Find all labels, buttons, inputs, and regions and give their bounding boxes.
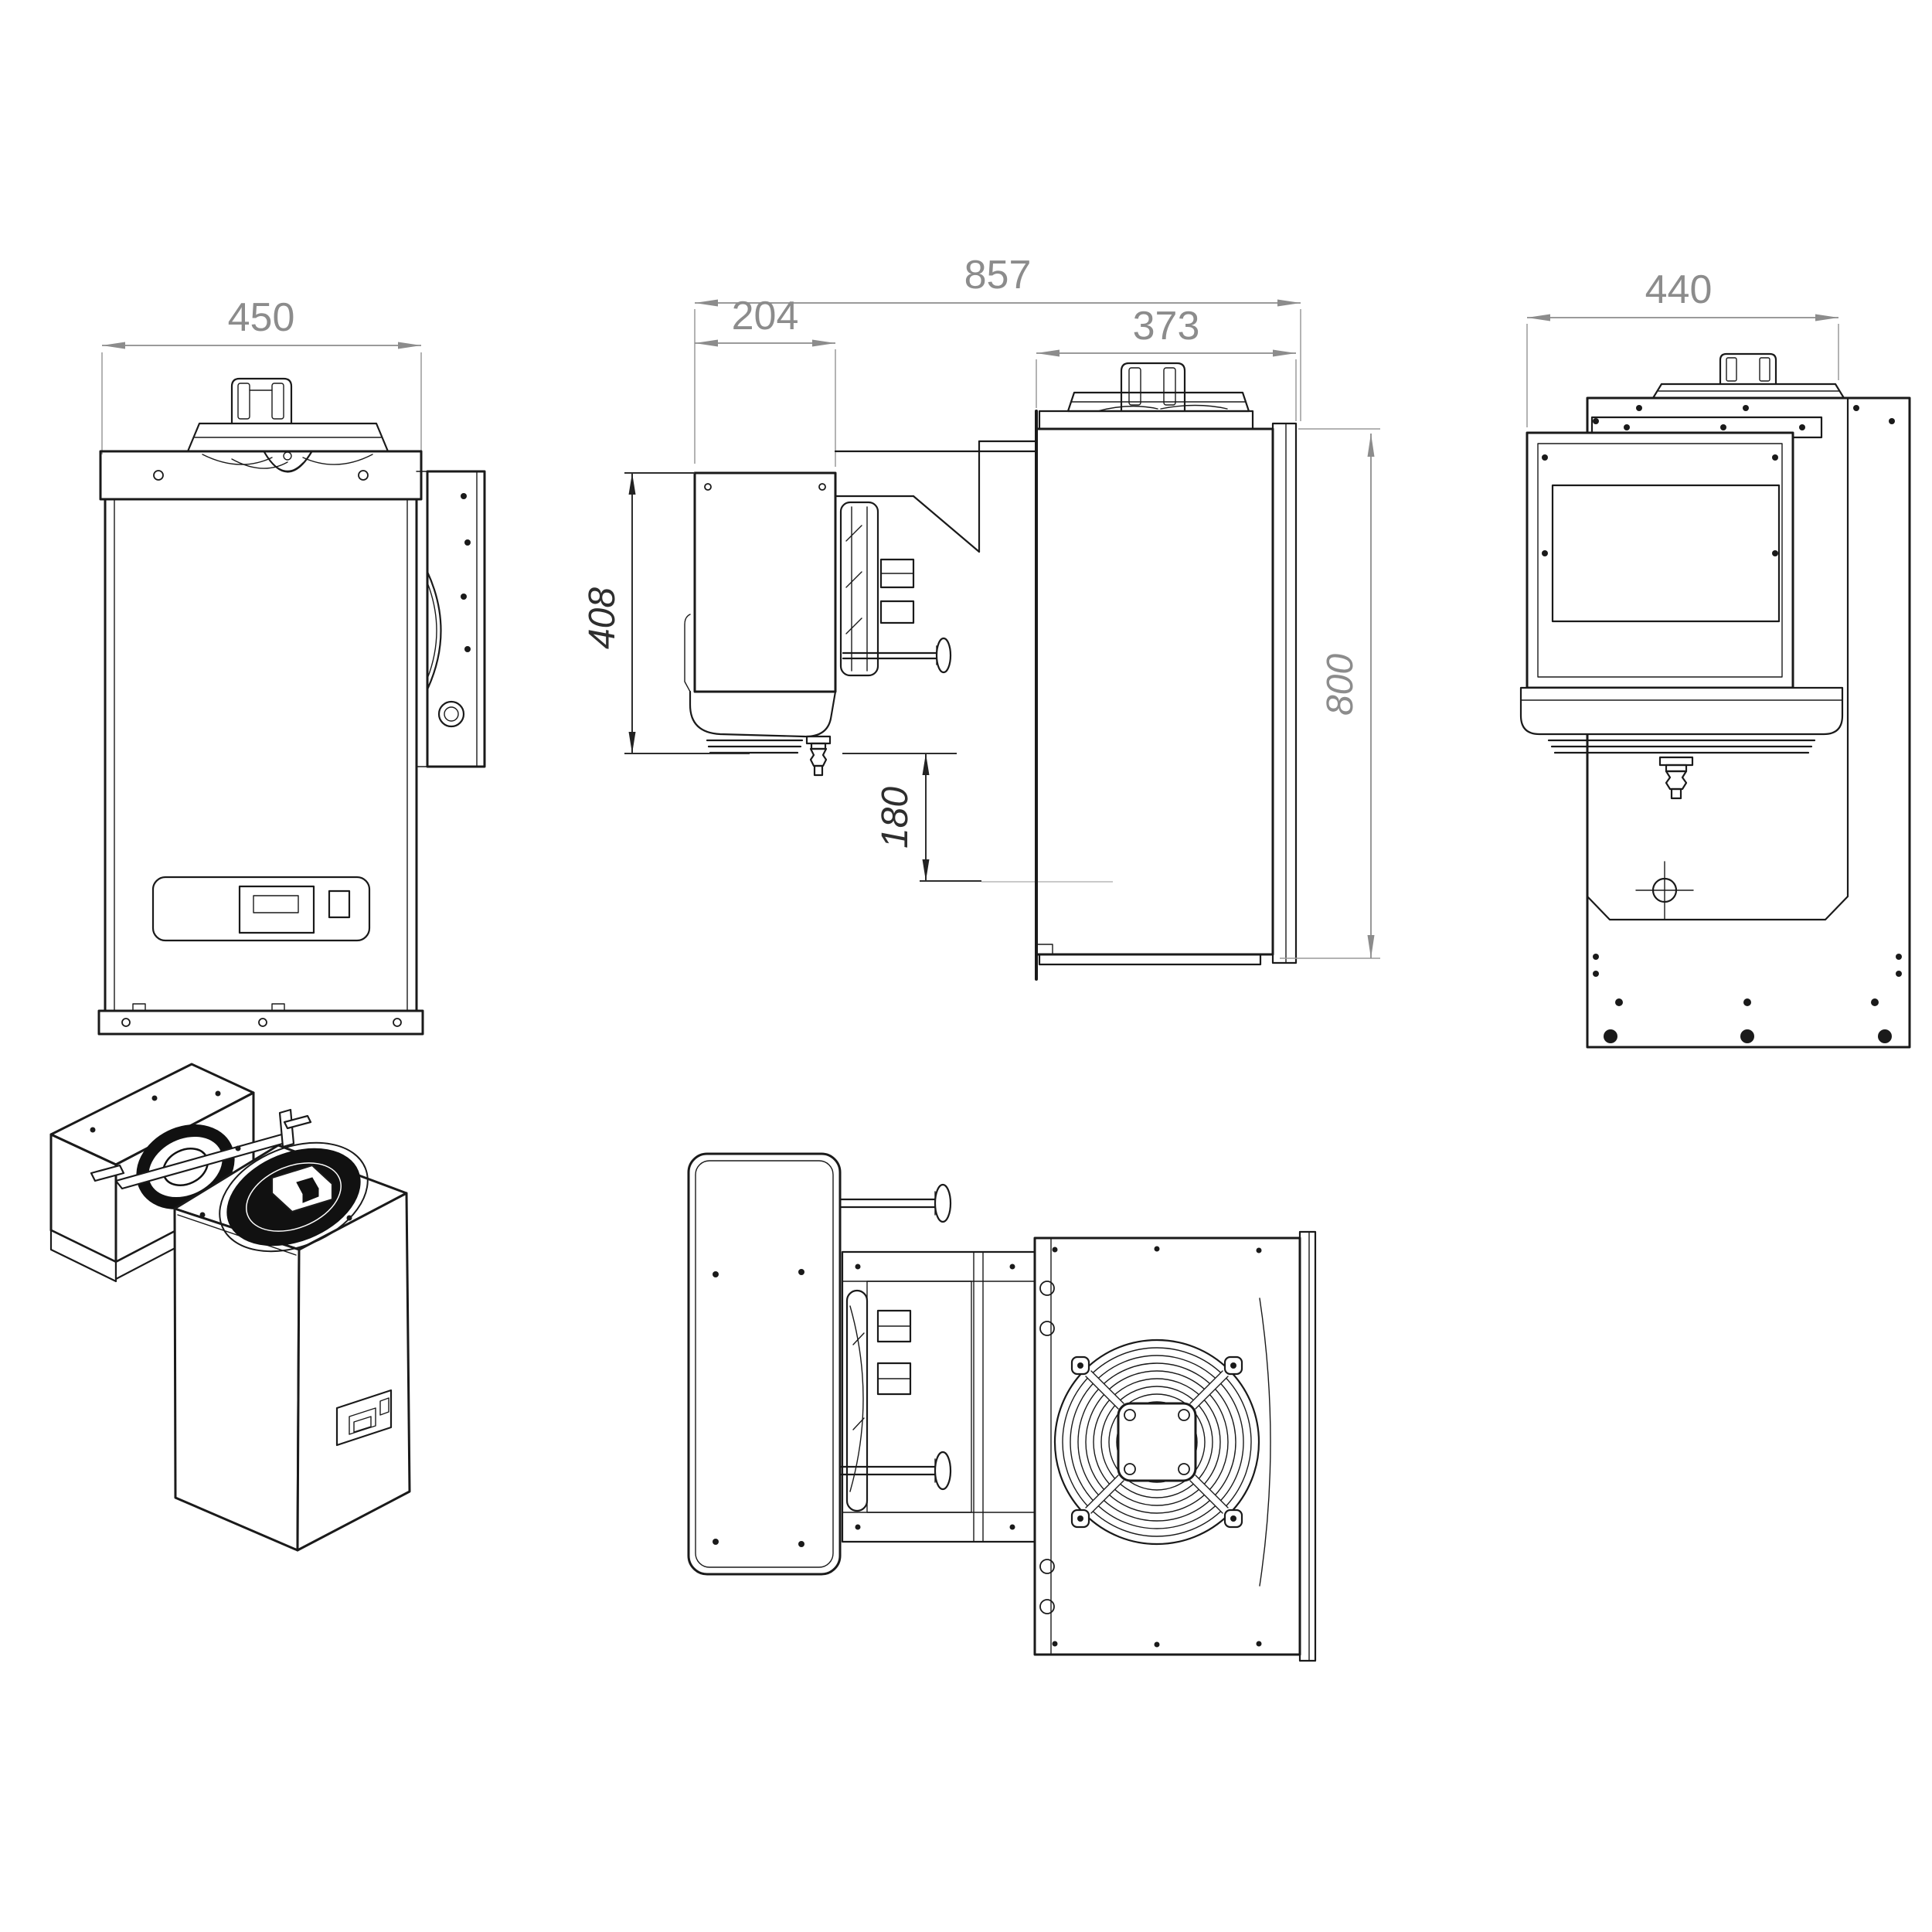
- fan-shroud-arc: [426, 570, 442, 691]
- dim-label-inside-depth: 204: [732, 294, 799, 338]
- dim-label-total-depth: 857: [964, 253, 1032, 298]
- fan-hub: [1117, 1402, 1197, 1482]
- bottom-plate: [97, 1003, 424, 1036]
- top-view: [687, 1152, 1317, 1662]
- dim-evaporator-height: 408: [582, 472, 750, 754]
- iso-condenser-fan: [219, 1141, 369, 1253]
- dim-drain-height: 180: [842, 753, 1113, 883]
- dim-label-evaporator-height: 408: [582, 587, 623, 649]
- screw-hole: [358, 470, 369, 481]
- dim-total-depth: 857: [694, 253, 1301, 464]
- drain-fitting: [805, 735, 832, 777]
- grille-mount-tabs: [1070, 1355, 1243, 1529]
- top-wall-bracket: [841, 1250, 1036, 1543]
- pipe-hole-crosshair: [1635, 861, 1694, 920]
- evaporator-back: [1519, 431, 1844, 800]
- dim-unit-height: 800: [1280, 428, 1380, 959]
- back-view: 440: [1519, 267, 1911, 1049]
- dim-label-outside-depth: 373: [1133, 304, 1200, 349]
- side-plate: [416, 470, 486, 768]
- control-panel: [151, 876, 371, 942]
- evaporator-fan-side: [839, 501, 952, 677]
- condenser-side: [1035, 362, 1298, 966]
- iso-condenser: [173, 1144, 411, 1552]
- top-fan-plate-back: [1651, 352, 1845, 400]
- dim-front-width: 450: [101, 295, 422, 454]
- top-mounting-bolts: [838, 1183, 952, 1491]
- evaporator-side: [684, 471, 837, 777]
- dim-label-front-width: 450: [228, 295, 295, 340]
- drip-tray-back: [1519, 686, 1844, 736]
- drain-fitting-back: [1658, 756, 1694, 800]
- display-bezel: [238, 885, 315, 934]
- fan-cap-bracket: [230, 377, 293, 425]
- back-flange: [1271, 422, 1298, 964]
- fan-plate: [186, 422, 389, 453]
- drip-tray: [689, 690, 837, 738]
- iso-control-panel: [335, 1389, 393, 1447]
- cabinet-body: [104, 498, 418, 1012]
- screw-hole: [258, 1018, 267, 1027]
- fan-grille: [1053, 1338, 1260, 1546]
- wall-bracket: [834, 440, 1038, 553]
- isometric-view: [49, 1063, 411, 1552]
- top-fan-cap: [1120, 362, 1186, 413]
- mounting-holes: [1593, 954, 1902, 1043]
- iso-mounting-rails: [90, 1108, 312, 1190]
- iso-fan-hub: [270, 1164, 334, 1213]
- air-opening: [1551, 484, 1781, 623]
- top-fan-plate: [1066, 391, 1250, 413]
- fan-blades: [202, 451, 373, 473]
- dim-label-back-width: 440: [1645, 267, 1713, 312]
- panel-button: [328, 889, 351, 919]
- top-back-flange: [1298, 1230, 1317, 1662]
- screw-hole: [121, 1018, 131, 1027]
- top-evaporator: [687, 1152, 842, 1576]
- side-view: 857 204 373: [582, 253, 1380, 981]
- screw-hole: [393, 1018, 402, 1027]
- display-screen: [253, 895, 299, 913]
- dim-inside-depth: 204: [695, 294, 836, 467]
- dim-outside-depth: 373: [1036, 304, 1297, 421]
- dim-back-width: 440: [1526, 267, 1839, 427]
- mounting-bolt: [842, 637, 952, 674]
- front-view: 450: [97, 295, 486, 1036]
- top-condenser: [1033, 1230, 1317, 1662]
- dim-label-drain-height: 180: [875, 787, 916, 849]
- screw-hole: [153, 470, 164, 481]
- dim-label-unit-height: 800: [1320, 654, 1361, 716]
- top-plate: [99, 450, 423, 501]
- pipe-grommet: [437, 700, 465, 728]
